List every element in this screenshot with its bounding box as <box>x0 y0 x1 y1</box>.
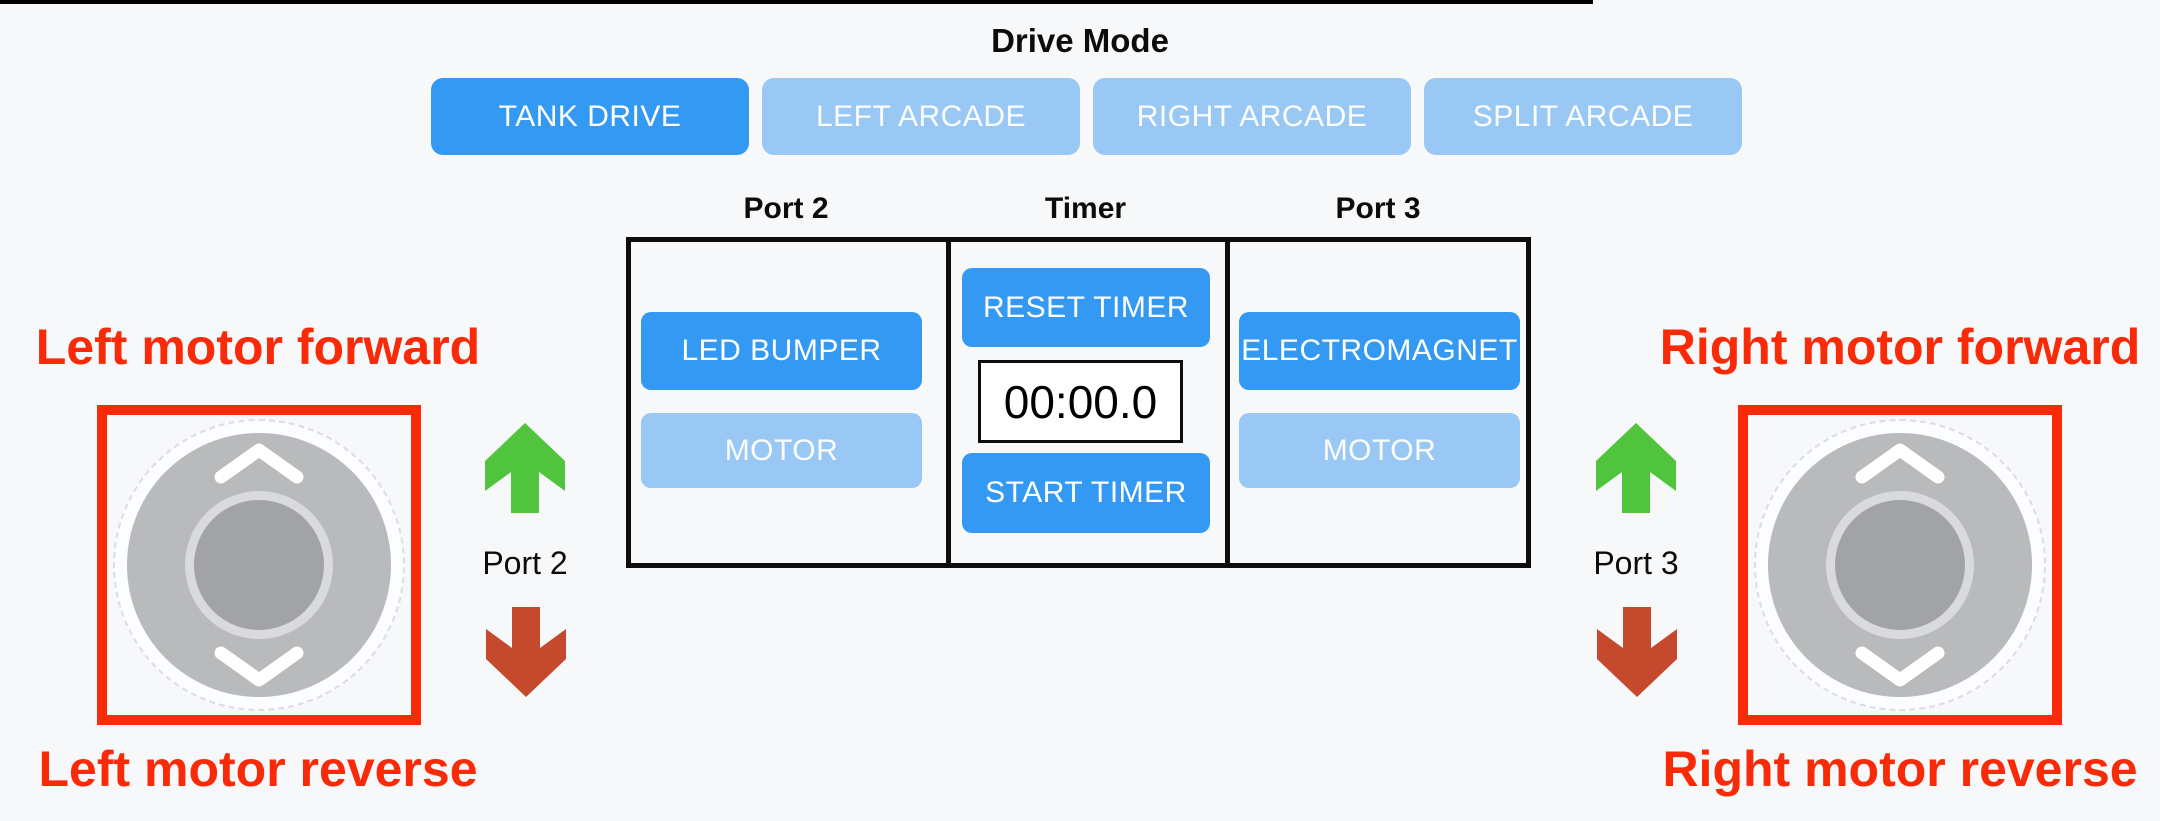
timer-column-header: Timer <box>1044 192 1127 225</box>
right-motor-forward-label: Right motor forward <box>1659 319 2141 375</box>
chevron-down-icon <box>214 646 304 687</box>
left-joystick-knob[interactable] <box>185 491 333 639</box>
green-up-arrow-icon <box>485 423 565 513</box>
port2-motor-button[interactable]: MOTOR <box>641 413 922 488</box>
chevron-down-icon <box>1855 646 1945 687</box>
led-bumper-button[interactable]: LED BUMPER <box>641 312 922 390</box>
panel-divider <box>1225 242 1230 563</box>
left-joystick-base <box>113 419 405 711</box>
left-motor-forward-label: Left motor forward <box>35 319 481 375</box>
drive-mode-title: Drive Mode <box>991 22 1169 59</box>
electromagnet-button[interactable]: ELECTROMAGNET <box>1239 312 1520 390</box>
left-motor-reverse-label: Left motor reverse <box>38 741 478 797</box>
reset-timer-button[interactable]: RESET TIMER <box>962 268 1210 347</box>
red-down-arrow-icon <box>1597 607 1677 697</box>
panel-divider <box>946 242 951 563</box>
timer-display: 00:00.0 <box>978 360 1183 443</box>
top-black-bar <box>0 0 1593 4</box>
chevron-up-icon <box>1855 443 1945 484</box>
port2-column-header: Port 2 <box>743 192 829 225</box>
start-timer-button[interactable]: START TIMER <box>962 453 1210 533</box>
green-up-arrow-icon <box>1596 423 1676 513</box>
right-joystick-knob[interactable] <box>1826 491 1974 639</box>
right-joystick-base <box>1754 419 2046 711</box>
port3-column-header: Port 3 <box>1335 192 1421 225</box>
right-arcade-button[interactable]: RIGHT ARCADE <box>1093 78 1411 155</box>
right-port-label: Port 3 <box>1593 545 1679 581</box>
chevron-up-icon <box>214 443 304 484</box>
left-joystick-track <box>127 433 391 697</box>
device-control-panel: LED BUMPER MOTOR RESET TIMER 00:00.0 STA… <box>626 237 1531 568</box>
left-joystick-zone <box>97 405 421 725</box>
left-port-label: Port 2 <box>482 545 568 581</box>
drive-mode-button-group: TANK DRIVE LEFT ARCADE RIGHT ARCADE SPLI… <box>431 78 1742 155</box>
red-down-arrow-icon <box>486 607 566 697</box>
split-arcade-button[interactable]: SPLIT ARCADE <box>1424 78 1742 155</box>
port3-motor-button[interactable]: MOTOR <box>1239 413 1520 488</box>
right-joystick-track <box>1768 433 2032 697</box>
left-arcade-button[interactable]: LEFT ARCADE <box>762 78 1080 155</box>
tank-drive-button[interactable]: TANK DRIVE <box>431 78 749 155</box>
right-motor-reverse-label: Right motor reverse <box>1662 741 2138 797</box>
right-joystick-zone <box>1738 405 2062 725</box>
